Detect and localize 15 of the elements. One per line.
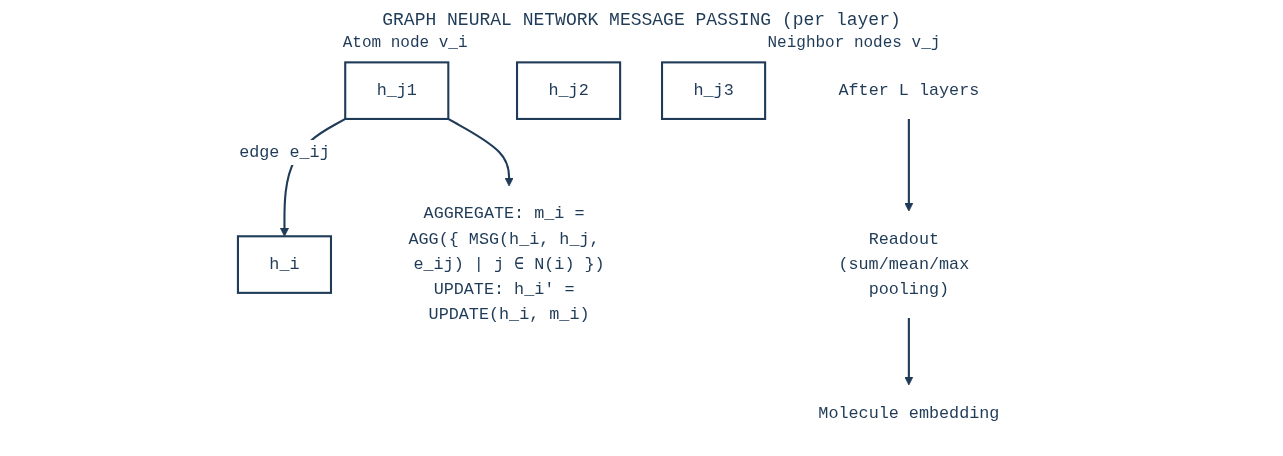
arrow — [904, 118, 914, 212]
arrow — [904, 318, 914, 386]
diagram-title: GRAPH NEURAL NETWORK MESSAGE PASSING (per layer) — [382, 10, 901, 30]
node-box: h_j1 — [344, 61, 450, 120]
group-label: Atom node v_i — [342, 34, 468, 52]
edge-label: edge e_ij — [239, 143, 330, 162]
arrow — [447, 118, 514, 187]
node-box: h_j3 — [661, 61, 767, 120]
node-text: AGGREGATE: m_i = AGG({ MSG(h_i, h_j, e_ij) | j ∈ N(i) }) UPDATE: h_i' = UPDATE(h_i, m_i) — [408, 204, 605, 325]
node-text: Molecule embedding — [818, 403, 1000, 423]
node-box: h_j2 — [516, 61, 622, 120]
node-text: Readout (sum/mean/max pooling) — [838, 230, 970, 300]
node-text: After L layers — [838, 81, 980, 101]
group-label: Neighbor nodes v_j — [767, 34, 941, 52]
node-box: h_i — [236, 235, 333, 294]
